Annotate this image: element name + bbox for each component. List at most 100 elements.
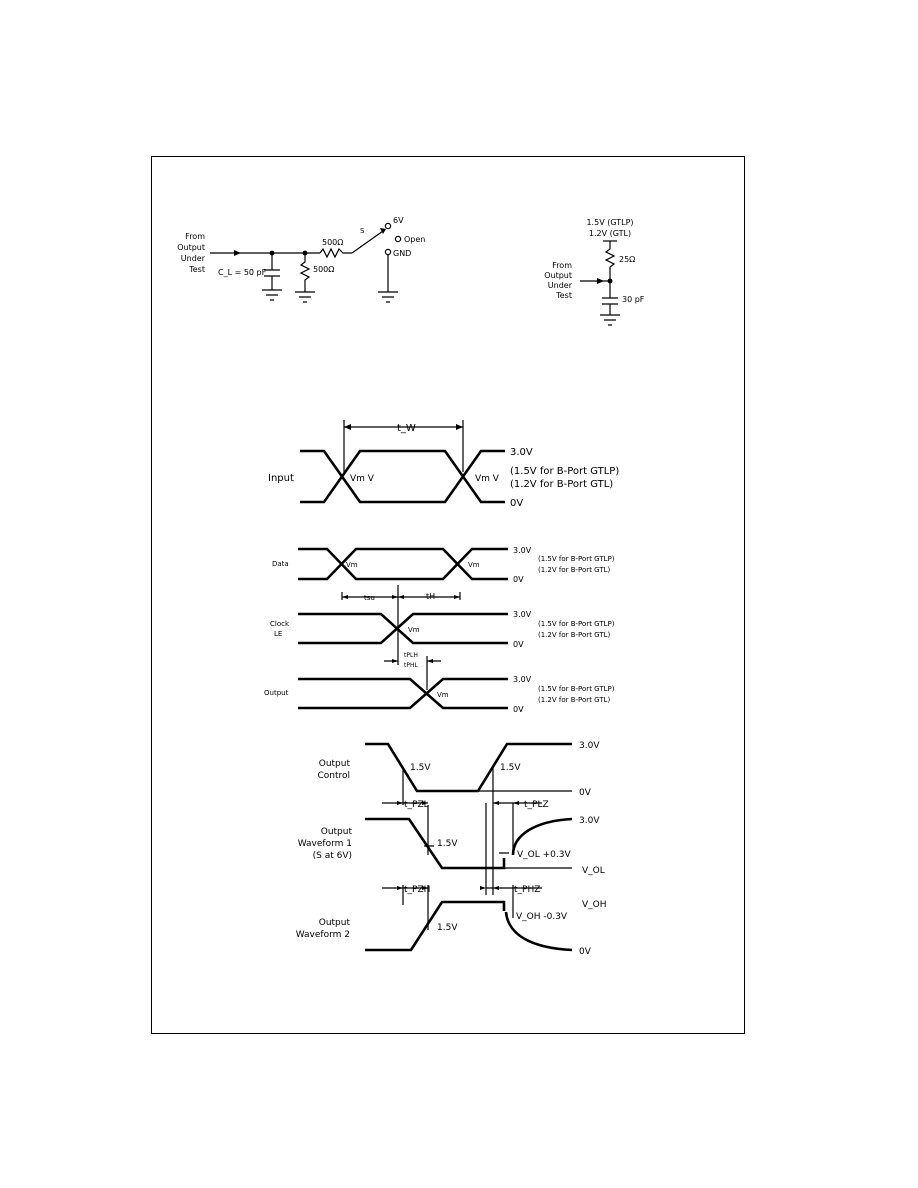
switch-6v-label: 6V [393, 216, 404, 225]
test-circuit-2: 1.5V (GTLP) 1.2V (GTL) 25Ω 30 pF From Ou… [544, 218, 645, 326]
level-low-label: 0V [510, 498, 523, 509]
input-label: Input [268, 473, 294, 484]
series-resistor-label: 500Ω [322, 238, 343, 247]
source-label-1-line-3: Under [181, 254, 206, 263]
oc-v15-left: 1.5V [410, 763, 431, 773]
level-high-label: 3.0V [510, 447, 533, 458]
clock-label-line-2: LE [274, 630, 282, 638]
w2-v15: 1.5V [437, 923, 458, 933]
tpzl-label: t_PZL [404, 800, 429, 810]
tplz-label: t_PLZ [524, 800, 549, 810]
note-1: (1.5V for B-Port GTLP) [510, 466, 619, 477]
resistor-icon [299, 253, 311, 292]
timing-markers [402, 768, 514, 895]
switch-arrow-icon [380, 228, 386, 234]
w2-voh: V_OH [582, 900, 607, 910]
terminal-gnd [384, 248, 392, 256]
input-waveform-high-path [300, 449, 505, 504]
dimension-arrow-icon [397, 886, 499, 890]
th-label: tH [426, 592, 435, 601]
clock-note-1: (1.5V for B-Port GTLP) [538, 620, 615, 628]
data-waveform [298, 547, 508, 581]
clock-level-high: 3.0V [513, 610, 532, 619]
waveform-1-rise-path [511, 817, 573, 856]
clock-waveform [298, 612, 508, 645]
source-label-2-line-4: Test [555, 291, 572, 300]
ground-icon [262, 289, 282, 301]
arrow-right-icon [234, 250, 241, 256]
terminal-6v [384, 222, 392, 230]
resistor-label: 25Ω [619, 255, 635, 264]
source-label-1-line-2: Output [177, 243, 205, 252]
source-label-1-line-4: Test [188, 265, 205, 274]
input-waveform-low-path [300, 449, 505, 504]
output-note-2: (1.2V for B-Port GTL) [538, 696, 611, 704]
arrow-right-icon [597, 278, 604, 284]
data-level-low: 0V [513, 575, 524, 584]
clock-waveform [298, 612, 508, 645]
clock-level-low: 0V [513, 640, 524, 649]
w1-label-line-2: Waveform 1 [298, 839, 352, 849]
output-level-low: 0V [513, 705, 524, 714]
tw-extension-lines [343, 420, 464, 472]
capacitor-icon [602, 297, 618, 315]
w2-label-line-1: Output [319, 918, 351, 928]
oc-level-high: 3.0V [579, 741, 600, 751]
output-note-1: (1.5V for B-Port GTLP) [538, 685, 615, 693]
data-vm-left: Vm [346, 561, 358, 569]
data-note-2: (1.2V for B-Port GTL) [538, 566, 611, 574]
switch-open-label: Open [404, 235, 425, 244]
shunt-resistor-label: 500Ω [313, 265, 334, 274]
tsu-label: tsu [364, 594, 375, 602]
supply-label-2: 1.2V (GTL) [589, 229, 631, 238]
ground-icon [600, 314, 620, 326]
clock-vm: Vm [408, 626, 420, 634]
page-frame [151, 156, 745, 1034]
tphz-label: t_PHZ [514, 885, 540, 895]
oc-label-line-1: Output [319, 759, 351, 769]
output-waveform [298, 677, 508, 710]
dimension-arrow-icon [397, 801, 519, 805]
clock-label-line-1: Clock [270, 620, 290, 628]
cap-label: 30 pF [622, 295, 645, 304]
output-level-high: 3.0V [513, 675, 532, 684]
ground-icon [295, 291, 315, 303]
oc-level-low: 0V [579, 788, 592, 798]
output-label: Output [264, 689, 289, 697]
waveform-1-path [365, 817, 506, 870]
data-label: Data [272, 560, 289, 568]
enable-disable-diagram: Output Control 1.5V 1.5V 3.0V 0V t_PZL t… [296, 741, 607, 957]
tphl-label: tPHL [404, 662, 418, 669]
switch-gnd-label: GND [393, 249, 411, 258]
ground-icon [378, 255, 398, 303]
source-label-2-line-2: Output [544, 271, 572, 280]
waveform-2-fall-path [504, 911, 573, 952]
resistor-icon [604, 241, 616, 298]
oc-label-line-2: Control [317, 771, 350, 781]
output-vm: Vm [437, 691, 449, 699]
output-control-waveform [365, 742, 572, 793]
switch-label: S [360, 227, 365, 235]
clock-note-2: (1.2V for B-Port GTL) [538, 631, 611, 639]
vm-crossing-marks [424, 845, 509, 854]
w1-label-line-1: Output [321, 827, 353, 837]
w1-label-line-3: (S at 6V) [313, 851, 352, 861]
cap-label: C_L = 50 pF [218, 268, 267, 277]
data-waveform [298, 547, 508, 581]
terminal-open [394, 235, 402, 243]
w1-vol-plus: V_OL +0.3V [517, 850, 571, 860]
source-label-2-line-3: Under [548, 281, 573, 290]
setup-hold-diagram: Data Vm Vm 3.0V 0V (1.5V for B-Port GTLP… [264, 546, 615, 714]
source-label-1-line-1: From [185, 232, 205, 241]
test-circuit-1: From Output Under Test C_L = 50 pF 500Ω … [177, 216, 425, 303]
dimension-arrow-icon [342, 595, 460, 599]
source-label-2-line-1: From [552, 261, 572, 270]
data-note-1: (1.5V for B-Port GTLP) [538, 555, 615, 563]
w2-label-line-2: Waveform 2 [296, 930, 350, 940]
capacitor-icon [264, 253, 280, 290]
timing-markers [341, 585, 461, 665]
tplh-label: tPLH [404, 652, 418, 659]
note-2: (1.2V for B-Port GTL) [510, 479, 613, 490]
supply-label-1: 1.5V (GTLP) [586, 218, 633, 227]
